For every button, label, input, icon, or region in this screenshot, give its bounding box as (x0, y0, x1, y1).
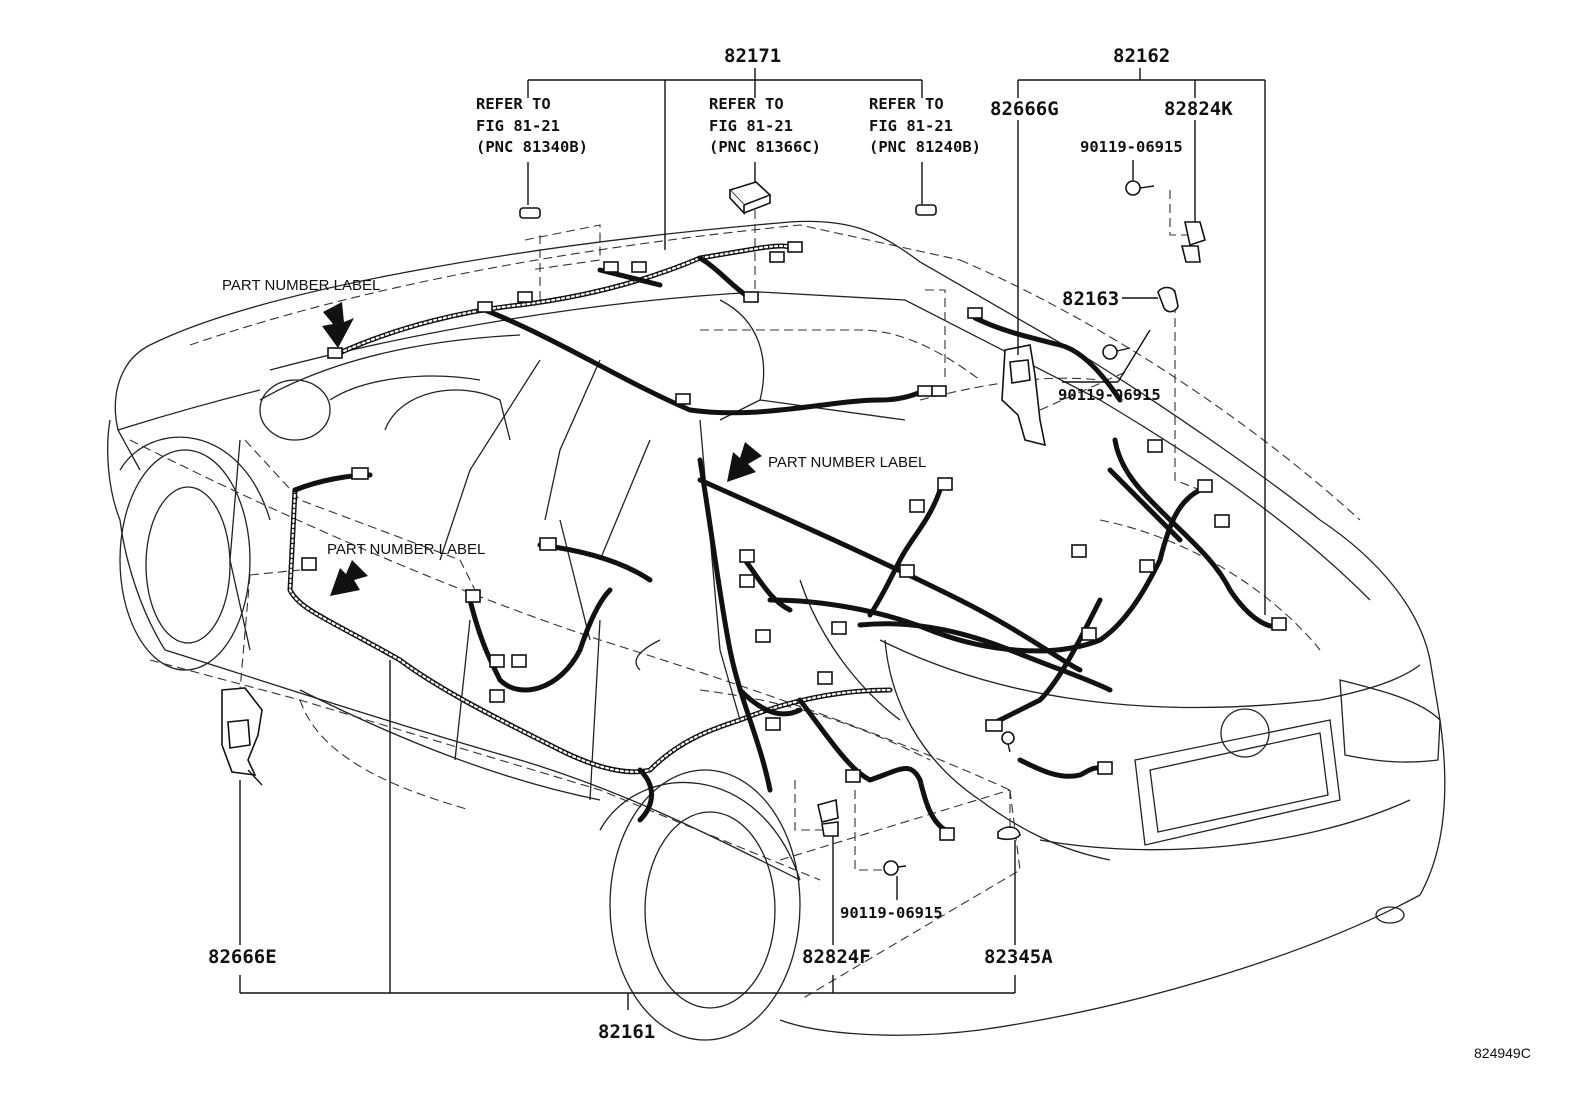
part-number-label-center: PART NUMBER LABEL (768, 454, 926, 471)
harness-connectors (301, 241, 1287, 841)
svg-text:(PNC 81366C): (PNC 81366C) (709, 138, 821, 156)
bolt-top-icon (1125, 180, 1155, 196)
bolt-rear-icon (1001, 731, 1015, 753)
bracket-82666g (1001, 344, 1047, 447)
label-bolt-top: 90119-06915 (1080, 138, 1183, 156)
bolt-mid-icon (1102, 344, 1131, 360)
label-82824k: 82824K (1164, 98, 1233, 120)
clamp-82345a (997, 826, 1021, 841)
part-number-label-roof: PART NUMBER LABEL (222, 277, 380, 294)
bolts (883, 180, 1155, 876)
clip-81240b (915, 204, 937, 216)
refer-note-81366c: REFER TO FIG 81-21 (PNC 81366C) (709, 95, 821, 156)
label-bolt-bottom: 90119-06915 (840, 904, 943, 922)
car-body-outline (107, 220, 1446, 1041)
bolt-bottom-icon (883, 860, 907, 876)
svg-text:FIG 81-21: FIG 81-21 (476, 117, 560, 135)
bracket-82163 (1157, 286, 1179, 313)
clamp-82824f (817, 798, 839, 837)
refer-notes: REFER TO FIG 81-21 (PNC 81340B) REFER TO… (476, 95, 981, 156)
svg-text:FIG 81-21: FIG 81-21 (709, 117, 793, 135)
label-82162: 82162 (1113, 45, 1170, 67)
clamp-82824k (1180, 221, 1206, 263)
svg-text:FIG 81-21: FIG 81-21 (869, 117, 953, 135)
figure-id: 824949C (1474, 1045, 1531, 1061)
connector-81366c (728, 181, 772, 216)
arrow-floor-icon (330, 560, 368, 596)
label-82171: 82171 (724, 45, 781, 67)
leader-lines (239, 68, 1266, 1010)
bracket-82666e (221, 687, 263, 786)
part-number-label-arrows (322, 302, 762, 596)
label-bolt-mid: 90119-06915 (1058, 386, 1161, 404)
svg-text:(PNC 81340B): (PNC 81340B) (476, 138, 588, 156)
harness-82161-floor (287, 457, 948, 833)
label-82161: 82161 (598, 1021, 655, 1043)
arrow-center-icon (727, 442, 762, 482)
refer-note-81240b: REFER TO FIG 81-21 (PNC 81240B) (869, 95, 981, 156)
label-82345a: 82345A (984, 946, 1053, 968)
label-82163: 82163 (1062, 288, 1119, 310)
refer-note-81340b: REFER TO FIG 81-21 (PNC 81340B) (476, 95, 588, 156)
svg-text:(PNC 81240B): (PNC 81240B) (869, 138, 981, 156)
svg-text:REFER TO: REFER TO (869, 95, 944, 113)
part-labels: 82171 82162 82666G 82824K 82163 90119-06… (208, 45, 1531, 1061)
clip-81340b (519, 207, 541, 219)
label-82666g: 82666G (990, 98, 1059, 120)
svg-text:REFER TO: REFER TO (709, 95, 784, 113)
arrow-roof-icon (322, 302, 354, 348)
label-82666e: 82666E (208, 946, 277, 968)
svg-text:REFER TO: REFER TO (476, 95, 551, 113)
part-number-label-floor: PART NUMBER LABEL (327, 541, 485, 558)
part-number-label-texts: PART NUMBER LABEL PART NUMBER LABEL PART… (222, 277, 926, 558)
phantom-lines (129, 190, 1361, 1001)
harness-82171-roof (332, 243, 928, 416)
label-82824f: 82824F (802, 946, 871, 968)
